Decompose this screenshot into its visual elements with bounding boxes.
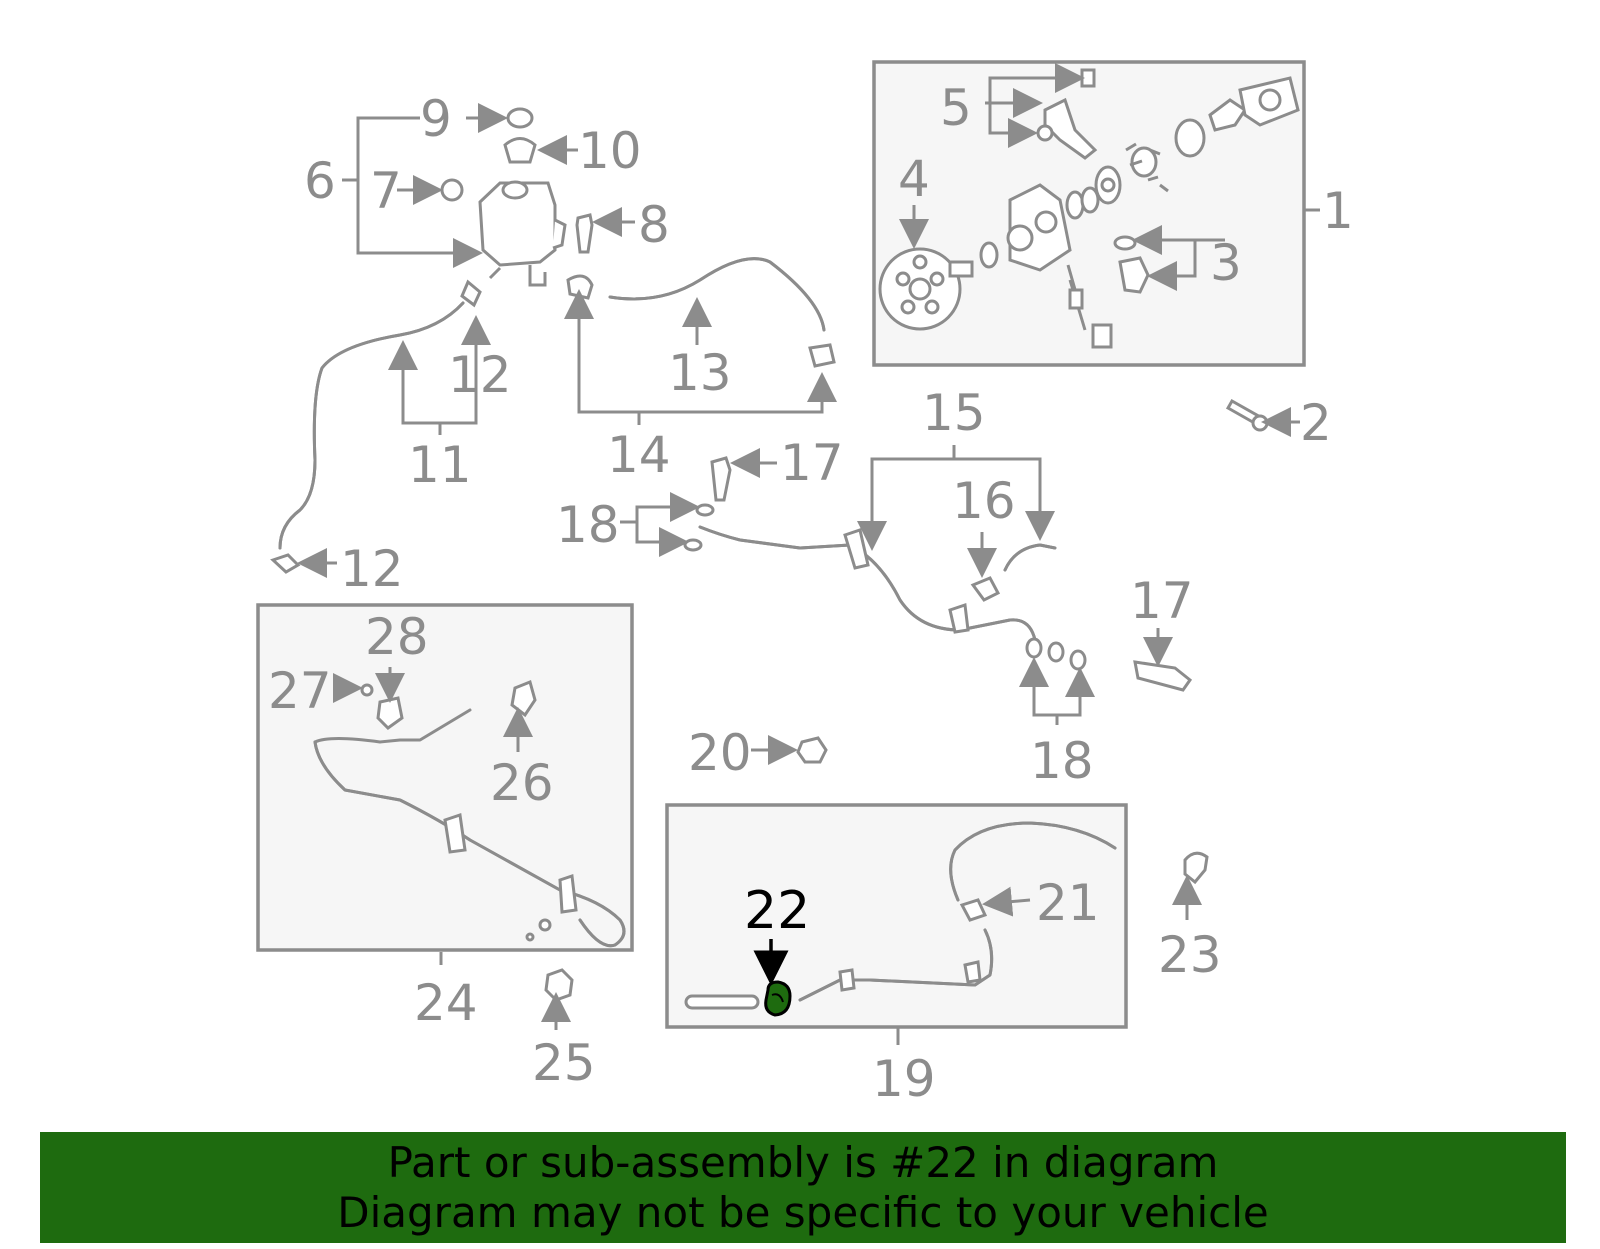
callout-28: 28 (365, 608, 429, 666)
callout-10: 10 (578, 122, 642, 180)
callout-4: 4 (898, 150, 930, 208)
clamp-23 (1183, 851, 1209, 885)
pump-assembly-drawing (878, 68, 1300, 349)
leader-lines (297, 63, 1320, 1045)
info-banner: Part or sub-assembly is #22 in diagram D… (40, 1132, 1566, 1243)
callout-5: 5 (940, 79, 972, 137)
callout-21: 21 (1036, 874, 1100, 932)
callout-1: 1 (1322, 182, 1354, 240)
pressure-line-drawing (313, 679, 626, 948)
callout-11: 11 (408, 436, 472, 494)
nut-20 (796, 736, 828, 764)
return-line-drawing (684, 821, 1117, 1010)
reservoir-drawing (440, 107, 594, 287)
callout-17a: 17 (780, 434, 844, 492)
callout-2: 2 (1300, 394, 1332, 452)
callout-18b: 18 (1030, 732, 1094, 790)
callout-27: 27 (268, 662, 332, 720)
callout-23: 23 (1158, 926, 1222, 984)
banner-line-1: Part or sub-assembly is #22 in diagram (387, 1137, 1219, 1187)
part-22-clamp-highlight (764, 980, 792, 1017)
callout-19: 19 (872, 1050, 936, 1108)
callout-6: 6 (304, 152, 336, 210)
callout-9: 9 (420, 90, 452, 148)
callout-15: 15 (922, 384, 986, 442)
callout-22: 22 (744, 881, 810, 941)
callout-12a: 12 (448, 346, 512, 404)
banner-line-2: Diagram may not be specific to your vehi… (337, 1187, 1269, 1237)
callout-18a: 18 (556, 496, 620, 554)
callout-13: 13 (668, 344, 732, 402)
callout-17b: 17 (1130, 572, 1194, 630)
hose-assembly-15 (683, 456, 1193, 692)
return-line-box (665, 803, 1128, 1029)
callout-3: 3 (1210, 234, 1242, 292)
callout-16: 16 (952, 472, 1016, 530)
callout-26: 26 (490, 754, 554, 812)
callout-7: 7 (370, 162, 402, 220)
callout-25: 25 (532, 1034, 596, 1092)
callout-8: 8 (638, 196, 670, 254)
callout-20: 20 (688, 724, 752, 782)
callout-14: 14 (607, 426, 671, 484)
callout-24: 24 (414, 974, 478, 1032)
nut-25 (544, 968, 574, 1002)
callout-12b: 12 (340, 540, 404, 598)
